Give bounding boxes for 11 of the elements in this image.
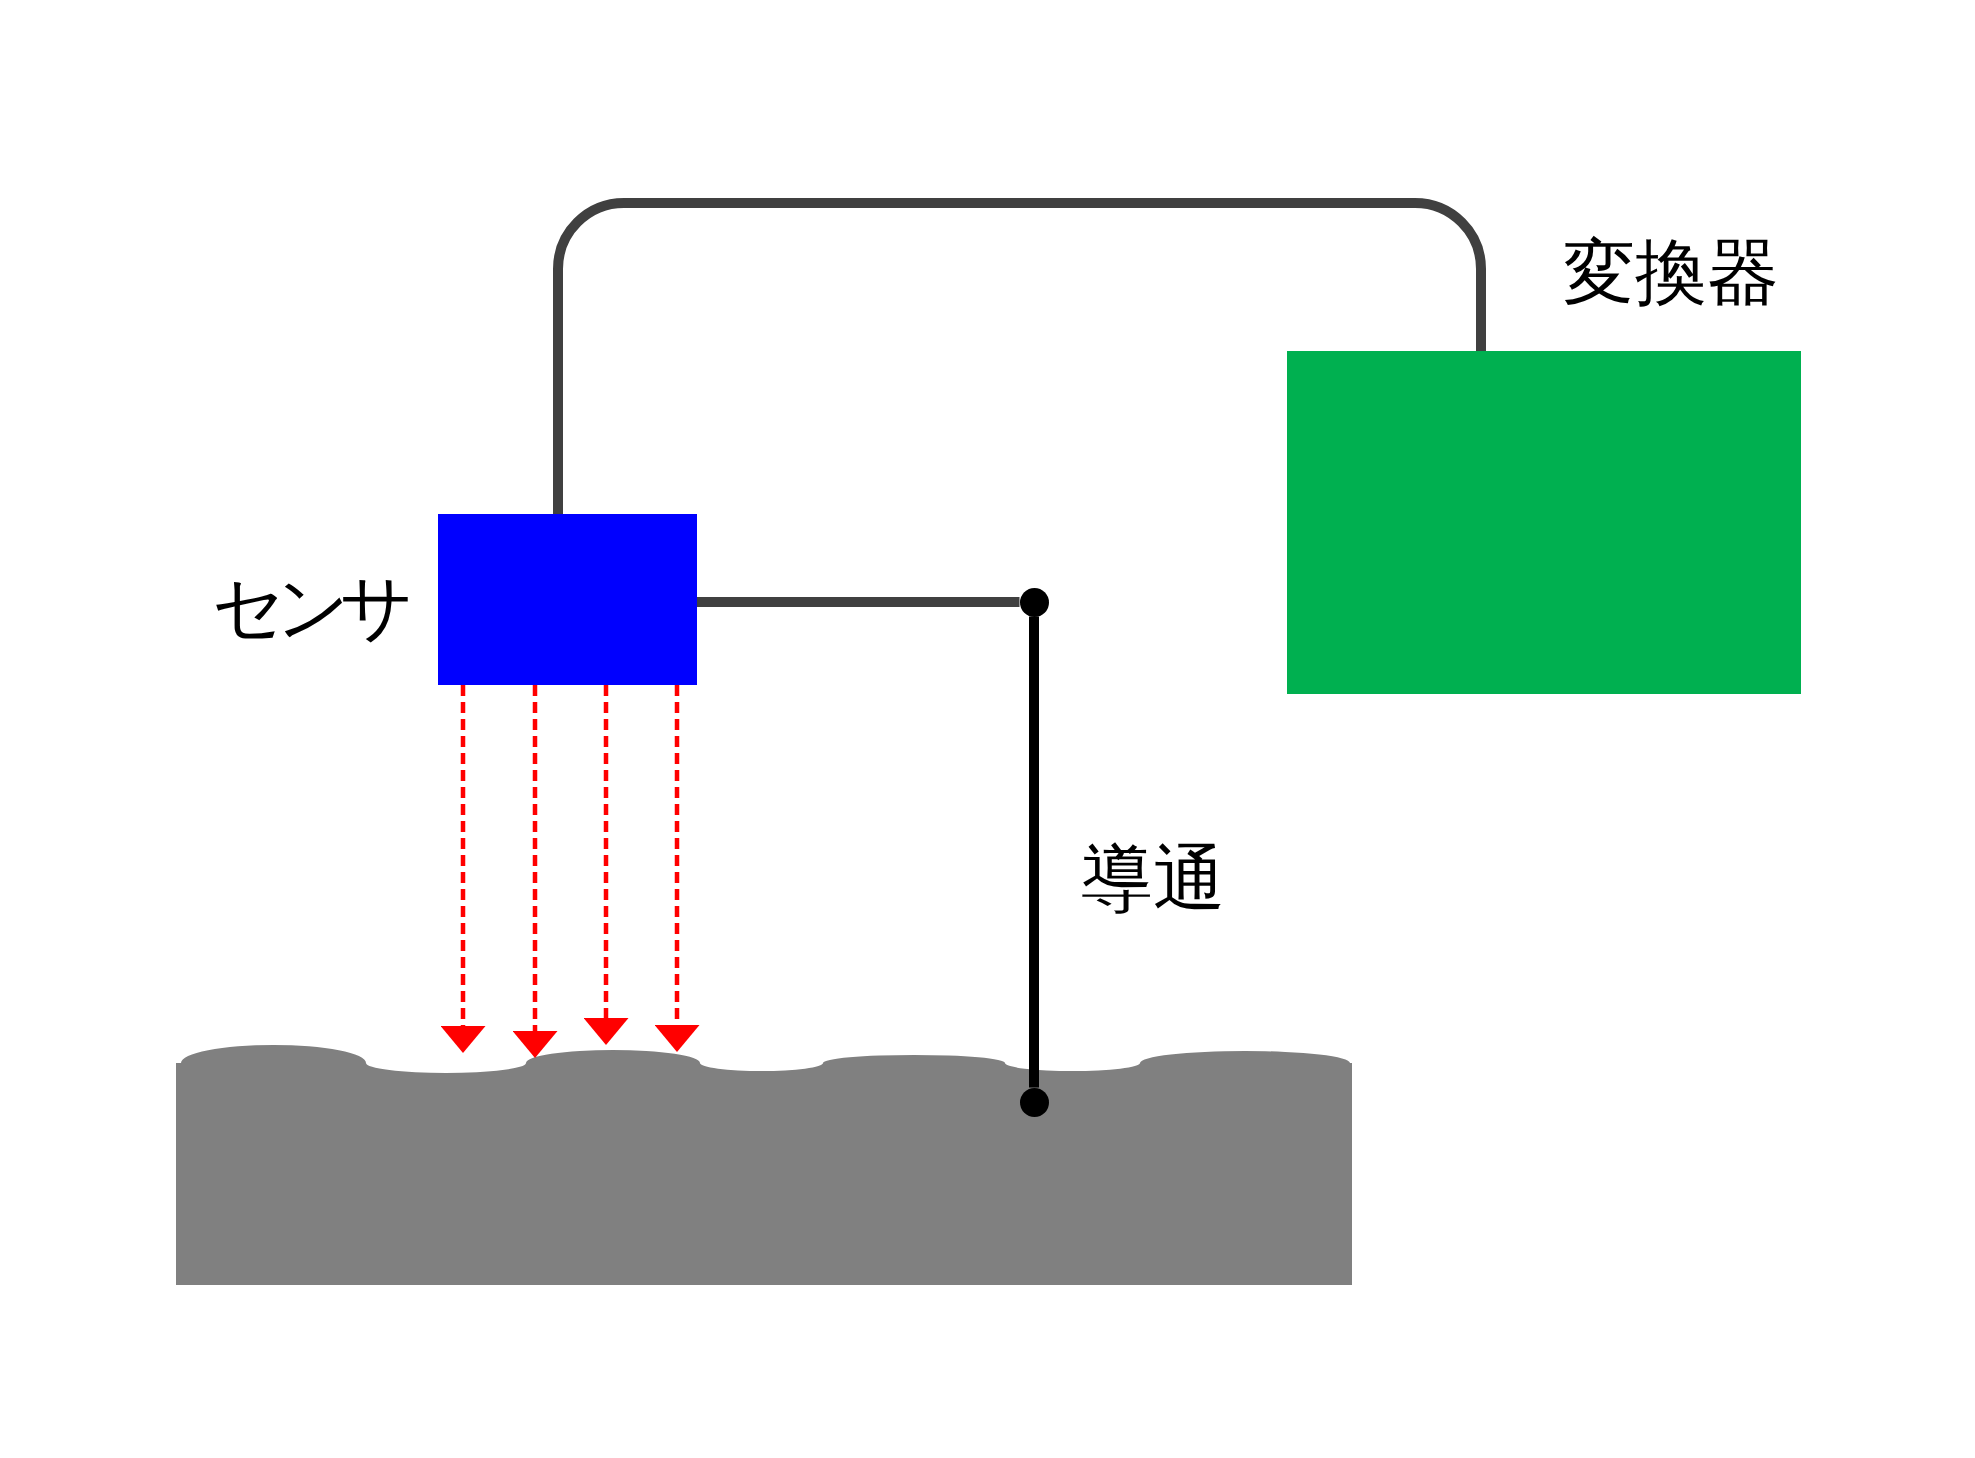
arrow bbox=[583, 685, 629, 1045]
connector-line bbox=[553, 198, 1486, 514]
ground-block bbox=[176, 1045, 1352, 1285]
arrow bbox=[440, 685, 486, 1053]
arrow bbox=[512, 685, 558, 1058]
junction-dot bbox=[1019, 587, 1049, 617]
converter-label: 変換器 bbox=[1563, 236, 1779, 308]
connector-line bbox=[697, 597, 1020, 607]
edge-label: 導通 bbox=[1081, 842, 1225, 914]
sensor-label: センサ bbox=[212, 571, 404, 643]
arrow bbox=[654, 685, 700, 1052]
